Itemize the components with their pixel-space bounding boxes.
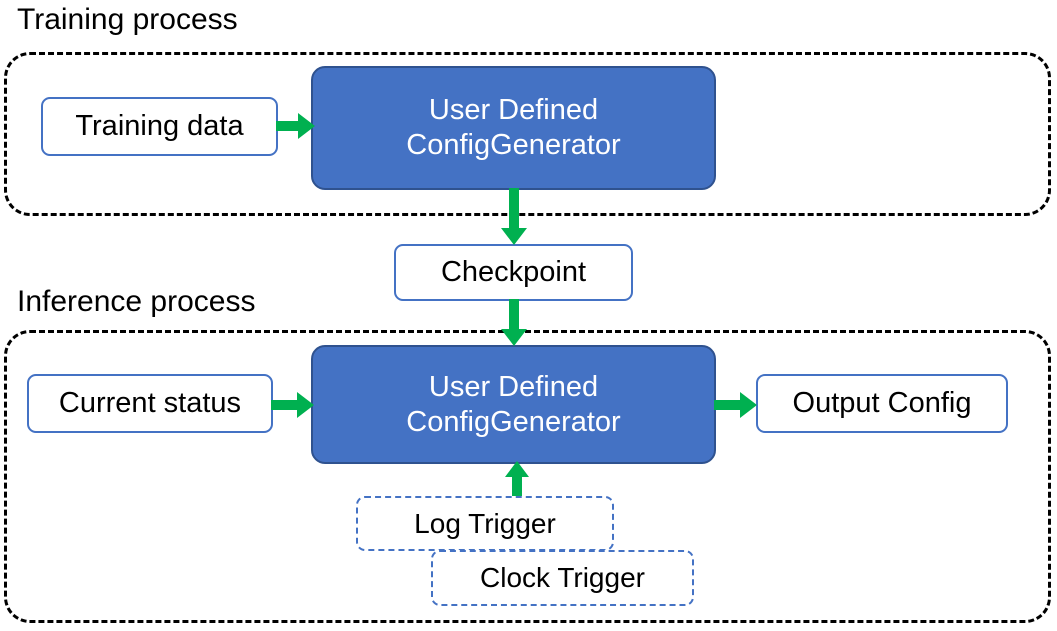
node-clock-trigger[interactable]: Clock Trigger: [431, 550, 694, 606]
node-training-generator-text: User Defined ConfigGenerator: [406, 93, 620, 163]
node-log-trigger-label: Log Trigger: [414, 507, 556, 539]
node-output-config[interactable]: Output Config: [756, 374, 1008, 433]
node-log-trigger[interactable]: Log Trigger: [356, 496, 614, 551]
node-training-data-label: Training data: [75, 110, 244, 143]
node-training-data[interactable]: Training data: [41, 97, 278, 156]
node-current-status[interactable]: Current status: [27, 374, 273, 433]
arrow-generator-to-output-config: [714, 389, 758, 421]
node-inference-generator-text: User Defined ConfigGenerator: [406, 370, 620, 440]
arrow-training-data-to-generator: [276, 110, 316, 142]
node-training-generator-line2: ConfigGenerator: [406, 129, 621, 161]
node-inference-user-defined-configgenerator[interactable]: User Defined ConfigGenerator: [311, 345, 716, 464]
arrow-generator-to-checkpoint: [498, 188, 530, 246]
training-process-group: [4, 52, 1051, 216]
node-training-user-defined-configgenerator[interactable]: User Defined ConfigGenerator: [311, 66, 716, 190]
inference-process-caption: Inference process: [17, 285, 256, 318]
training-process-caption: Training process: [17, 3, 238, 36]
arrow-current-status-to-generator: [271, 389, 315, 421]
node-inference-generator-line2: ConfigGenerator: [406, 405, 621, 438]
node-output-config-label: Output Config: [792, 387, 972, 420]
node-checkpoint-label: Checkpoint: [440, 256, 587, 289]
arrow-triggers-to-inference-generator: [503, 461, 531, 503]
node-checkpoint[interactable]: Checkpoint: [394, 244, 633, 301]
arrow-checkpoint-to-inference-generator: [498, 299, 530, 347]
node-clock-trigger-label: Clock Trigger: [480, 562, 645, 594]
node-training-generator-line1: User Defined: [428, 94, 599, 127]
node-current-status-label: Current status: [58, 387, 242, 420]
node-inference-generator-line1: User Defined: [428, 370, 599, 403]
inference-process-group: [4, 330, 1051, 623]
